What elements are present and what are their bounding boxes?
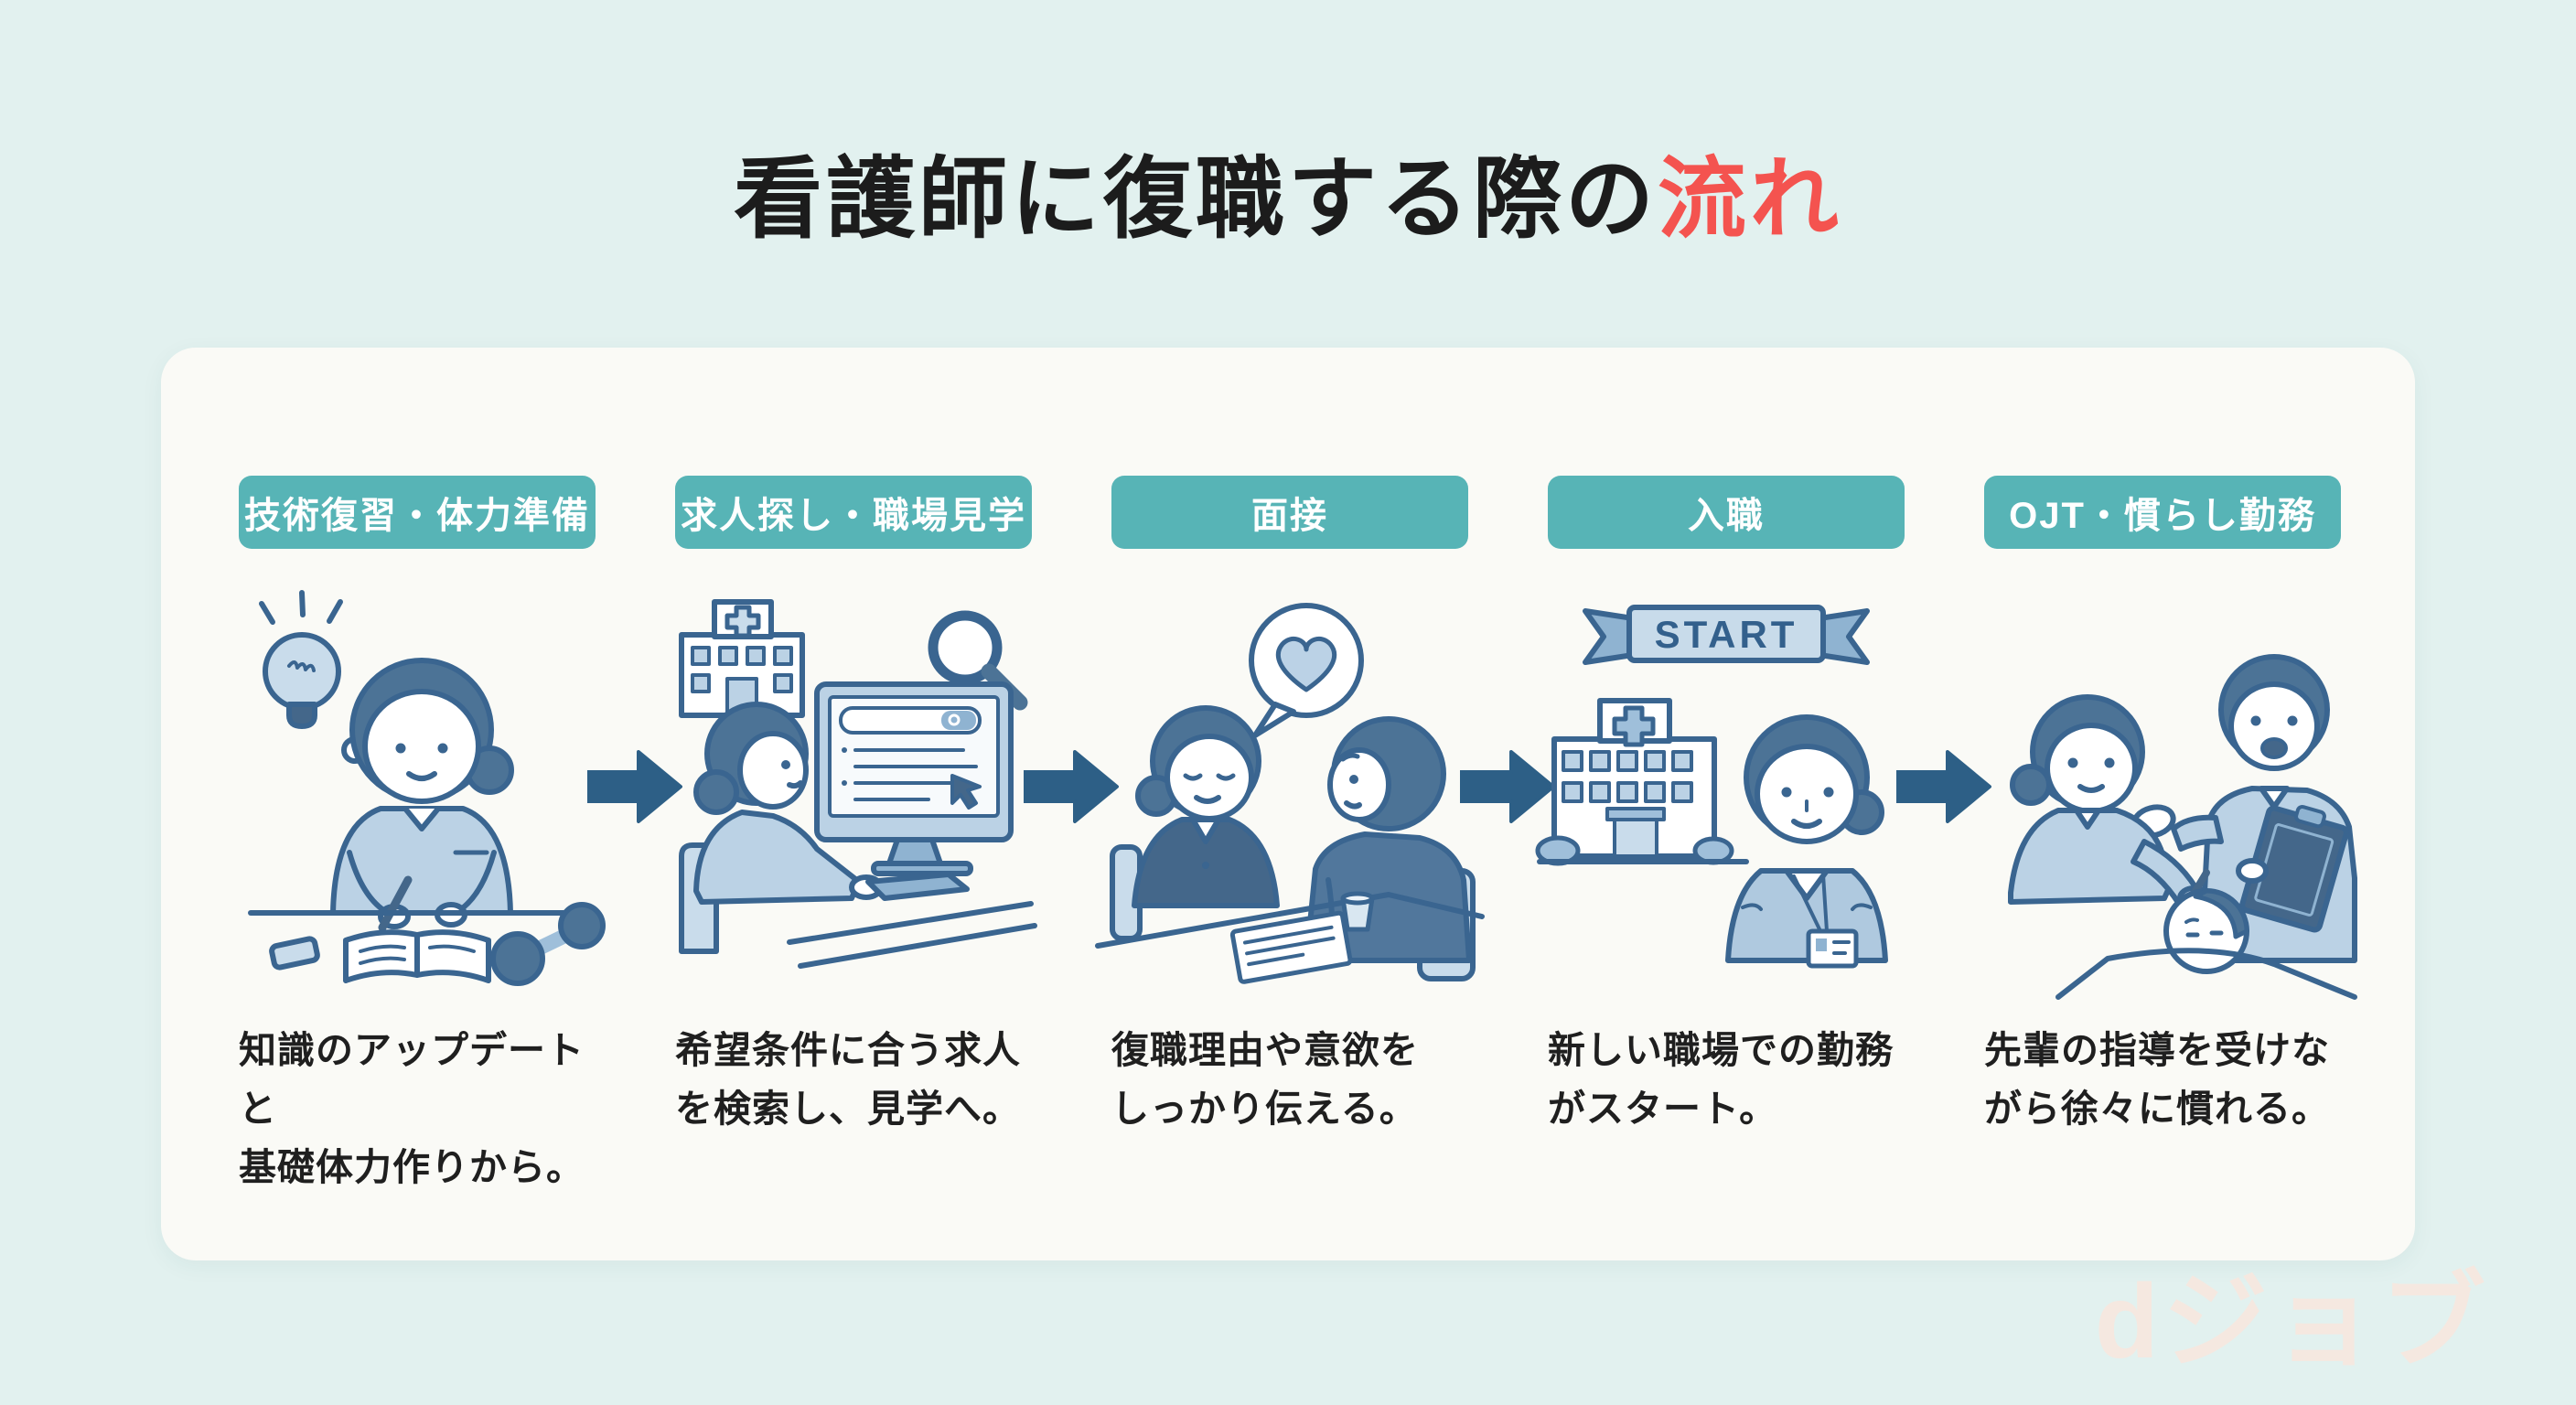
step-3-description: 復職理由や意欲をしっかり伝える。 xyxy=(1111,1029,1419,1130)
arrow-right-icon xyxy=(1894,750,1991,823)
step-5-illustration xyxy=(1970,576,2357,1006)
arrow-right-icon xyxy=(1022,750,1119,823)
start-banner-text: START xyxy=(1655,613,1798,656)
step-5-label: OJT・慣らし勤務 xyxy=(1984,476,2341,549)
step-5-description: 先輩の指導を受けながら徐々に慣れる。 xyxy=(1984,1029,2330,1130)
watermark-logo: dジョブ xyxy=(2094,1263,2489,1380)
step-2-illustration xyxy=(661,576,1046,1006)
step-2-description: 希望条件に合う求人を検索し、見学へ。 xyxy=(675,1029,1021,1130)
step-1-description: 知識のアップデートと基礎体力作りから。 xyxy=(239,1029,585,1188)
hospital-start-illustration-icon: START xyxy=(1535,605,1888,969)
step-5-column: OJT・慣らし勤務 xyxy=(1984,476,2357,1138)
flow-card: 技術復習・体力準備 xyxy=(161,348,2415,1260)
step-4-column: 入職 START xyxy=(1535,476,1905,1138)
interview-illustration-icon xyxy=(1095,603,1485,984)
arrow-right-icon xyxy=(585,750,682,823)
step-3-column: 面接 xyxy=(1095,476,1485,1138)
step-1-illustration xyxy=(225,576,609,1006)
step-2-column: 求人探し・職場見学 xyxy=(675,476,1037,1138)
job-search-illustration-icon xyxy=(679,599,1037,969)
page-title: 看護師に復職する際の流れ xyxy=(0,126,2576,255)
page-title-highlight: 流れ xyxy=(1658,149,1842,249)
arrow-right-icon xyxy=(1458,750,1555,823)
step-4-description: 新しい職場での勤務がスタート。 xyxy=(1548,1029,1894,1130)
step-4-illustration: START xyxy=(1534,576,1918,1006)
ojt-training-illustration-icon xyxy=(2008,654,2357,1000)
page-title-main: 看護師に復職する際の xyxy=(734,149,1658,249)
step-1-column: 技術復習・体力準備 xyxy=(239,476,606,1196)
step-3-label: 面接 xyxy=(1111,476,1468,549)
step-3-illustration xyxy=(1095,576,1485,1006)
step-4-label: 入職 xyxy=(1548,476,1905,549)
study-illustration-icon xyxy=(248,590,606,986)
step-2-label: 求人探し・職場見学 xyxy=(675,476,1032,549)
step-1-label: 技術復習・体力準備 xyxy=(239,476,596,549)
